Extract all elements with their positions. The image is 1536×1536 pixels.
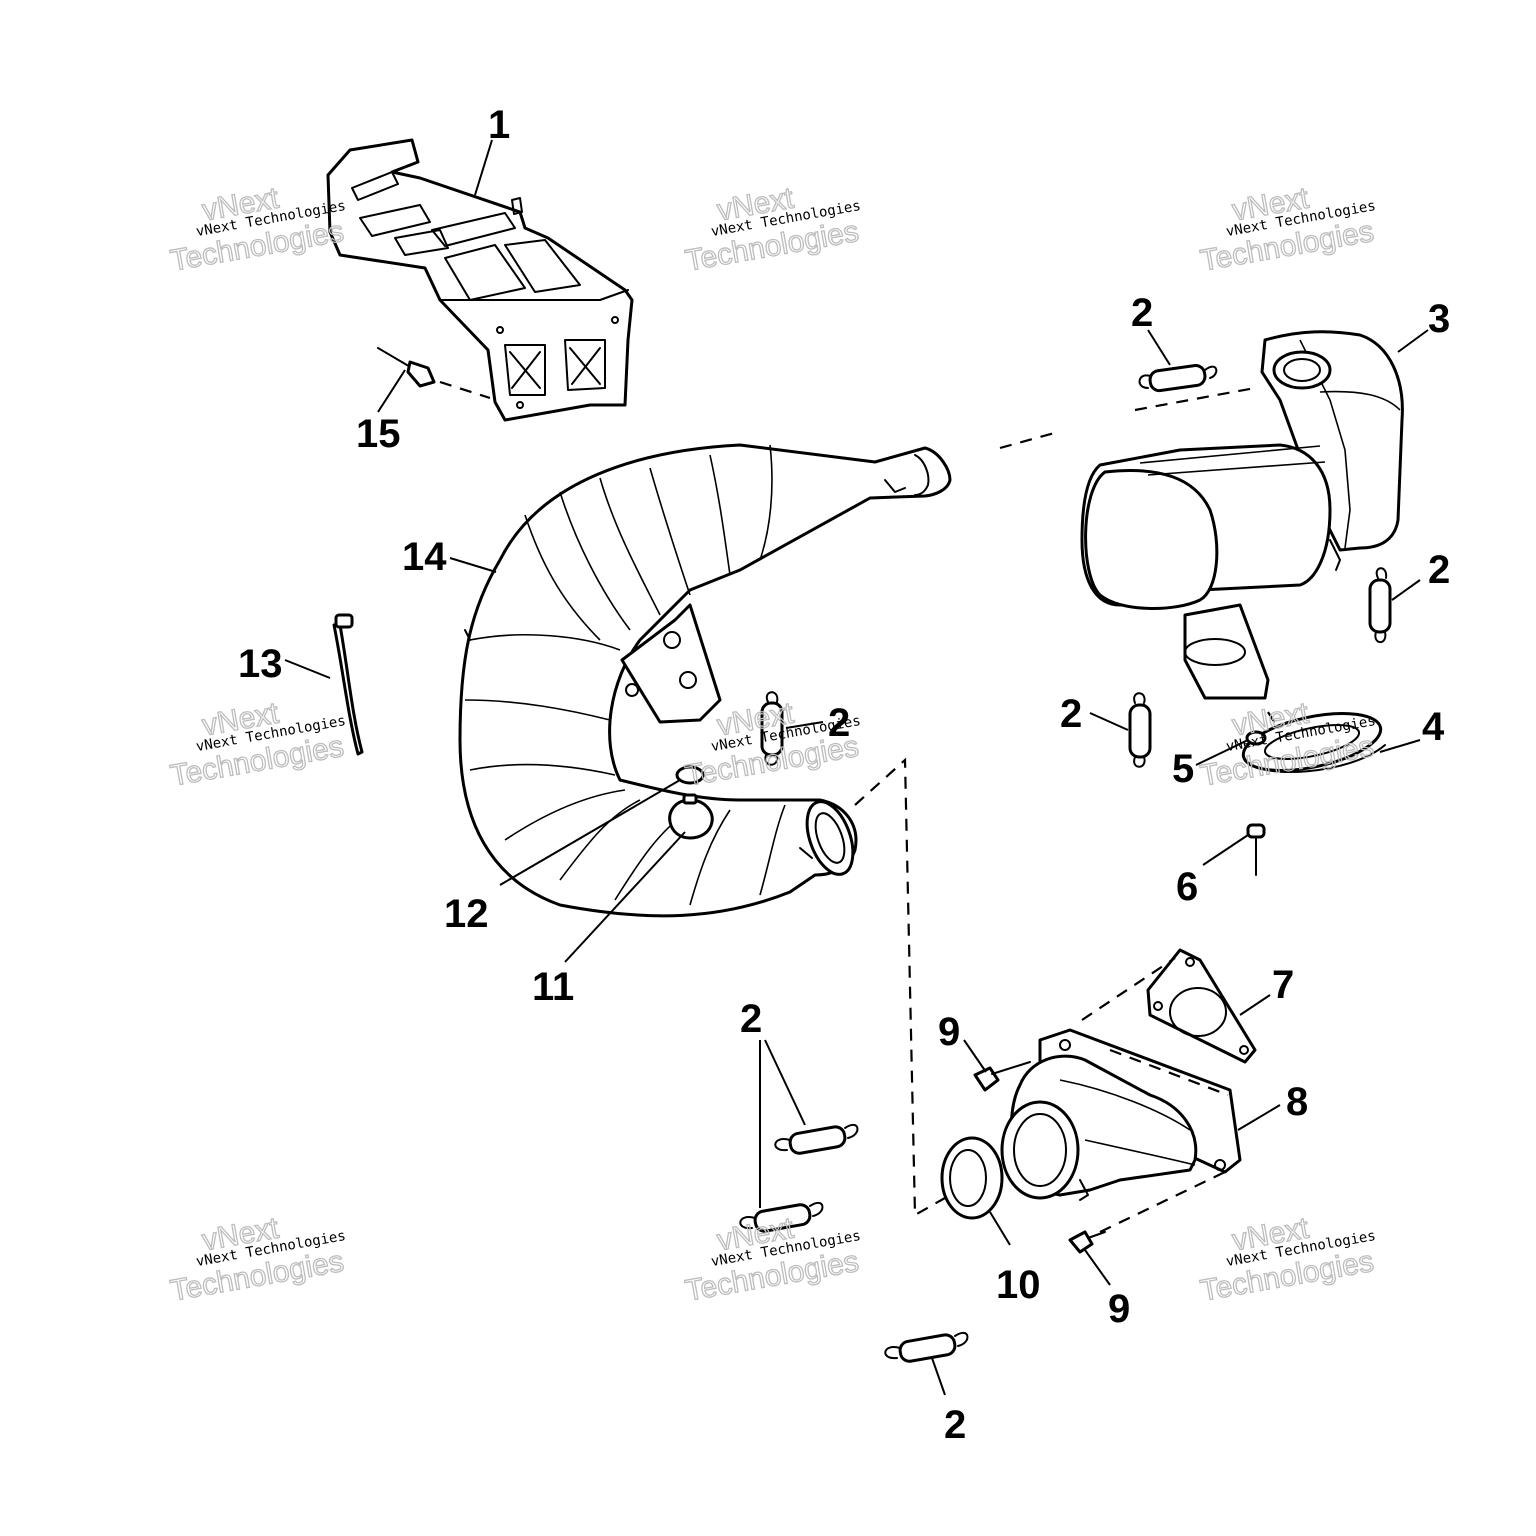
rivet bbox=[1246, 823, 1266, 876]
exhaust-spring-a bbox=[1138, 364, 1218, 393]
exhaust-spring-g bbox=[884, 1331, 969, 1363]
callout-2: 2 bbox=[1131, 291, 1153, 335]
bolt-lower bbox=[1068, 1230, 1106, 1254]
washer-small bbox=[675, 765, 705, 785]
callout-1: 1 bbox=[488, 103, 510, 147]
callout-2: 2 bbox=[828, 701, 850, 745]
callout-12: 12 bbox=[444, 892, 489, 936]
leader-lines bbox=[284, 139, 1429, 1396]
seal-ring bbox=[940, 1136, 1004, 1220]
washer bbox=[1245, 730, 1267, 746]
expansion-chamber bbox=[458, 443, 952, 918]
callout-9: 9 bbox=[1108, 1287, 1130, 1331]
exhaust-spring-f bbox=[739, 1201, 824, 1233]
callout-4: 4 bbox=[1422, 705, 1445, 749]
callout-5: 5 bbox=[1172, 747, 1194, 791]
grommet bbox=[668, 793, 714, 840]
callout-11: 11 bbox=[532, 965, 574, 1009]
alignment-lines bbox=[854, 386, 1279, 1233]
callout-14: 14 bbox=[402, 535, 447, 579]
callout-3: 3 bbox=[1428, 297, 1450, 341]
callout-13: 13 bbox=[238, 642, 283, 686]
callout-2: 2 bbox=[1060, 692, 1082, 736]
callout-7: 7 bbox=[1272, 963, 1294, 1007]
exhaust-spring-d bbox=[760, 691, 784, 766]
silencer bbox=[1080, 330, 1404, 700]
callout-9: 9 bbox=[938, 1010, 960, 1054]
watermark-bottom-left: vNext vNext Technologies Technologies bbox=[167, 1211, 347, 1309]
watermark-top-left: vNext vNext Technologies Technologies bbox=[167, 181, 347, 279]
watermark-middle-left: vNext vNext Technologies Technologies bbox=[167, 696, 347, 794]
callout-8: 8 bbox=[1286, 1080, 1308, 1124]
watermark-top-right: vNext vNext Technologies Technologies bbox=[1197, 181, 1377, 279]
exhaust-spring-c bbox=[1128, 692, 1152, 768]
callout-2: 2 bbox=[944, 1403, 966, 1447]
callout-2: 2 bbox=[740, 997, 762, 1041]
rivet-bracket bbox=[377, 347, 491, 400]
exhaust-manifold bbox=[1000, 1028, 1242, 1201]
heat-strap bbox=[332, 613, 364, 756]
watermark-top-center: vNext vNext Technologies Technologies bbox=[682, 181, 862, 279]
callout-2: 2 bbox=[1428, 548, 1450, 592]
watermark-middle-center: vNext vNext Technologies Technologies bbox=[682, 696, 862, 794]
silencer-gasket bbox=[1241, 712, 1386, 773]
watermark-middle-right: vNext vNext Technologies Technologies bbox=[1197, 696, 1377, 794]
callout-6: 6 bbox=[1176, 865, 1198, 909]
callout-10: 10 bbox=[996, 1263, 1041, 1307]
exhaust-spring-b bbox=[1368, 567, 1392, 644]
watermark-bottom-center: vNext vNext Technologies Technologies bbox=[682, 1211, 862, 1309]
exhaust-spring-e bbox=[774, 1123, 859, 1155]
callout-15: 15 bbox=[356, 412, 401, 456]
mounting-bracket bbox=[326, 138, 634, 422]
watermark-bottom-right: vNext vNext Technologies Technologies bbox=[1197, 1211, 1377, 1309]
manifold-gasket bbox=[1146, 948, 1257, 1064]
callout-labels: 1 2 3 2 2 2 4 5 6 7 8 9 9 10 11 12 13 14… bbox=[238, 103, 1450, 1447]
